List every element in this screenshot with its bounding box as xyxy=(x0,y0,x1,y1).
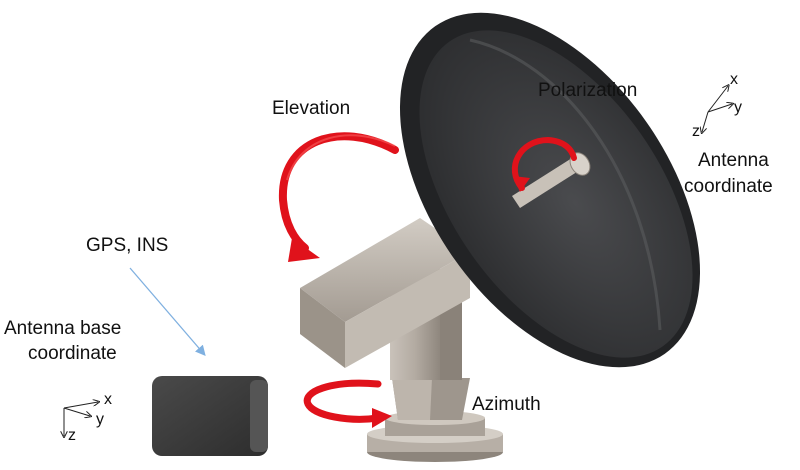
antenna-axis-y-label: y xyxy=(734,99,742,116)
elevation-arm xyxy=(300,218,470,368)
base-axis-z-label: z xyxy=(68,427,76,444)
gps-ins-box xyxy=(152,376,268,456)
base-axis-y-label: y xyxy=(96,411,104,428)
antenna-base-label-line2: coordinate xyxy=(28,343,117,364)
gps-ins-label: GPS, INS xyxy=(86,235,169,256)
antenna-pedestal xyxy=(392,378,470,420)
polarization-rotation-arrow xyxy=(511,136,577,192)
antenna-axis-x-label: x xyxy=(730,71,738,88)
elevation-label: Elevation xyxy=(272,98,351,119)
antenna-coordinate-label-line1: Antenna xyxy=(698,150,769,171)
azimuth-label: Azimuth xyxy=(472,394,541,415)
antenna-coordinate-axes xyxy=(702,86,732,132)
antenna-dish xyxy=(399,12,701,368)
base-axis-x-label: x xyxy=(104,391,112,408)
azimuth-rotation-arrow xyxy=(303,379,392,428)
polarization-label: Polarization xyxy=(538,80,638,101)
antenna-base-plate xyxy=(367,411,503,462)
antenna-axis-z-label: z xyxy=(692,123,700,140)
elevation-rotation-arrow xyxy=(278,132,399,262)
base-coordinate-axes xyxy=(64,402,98,436)
gps-pointer-line xyxy=(129,267,206,356)
antenna-coordinate-label-line2: coordinate xyxy=(684,176,773,197)
antenna-base-label-line1: Antenna base xyxy=(4,318,122,339)
